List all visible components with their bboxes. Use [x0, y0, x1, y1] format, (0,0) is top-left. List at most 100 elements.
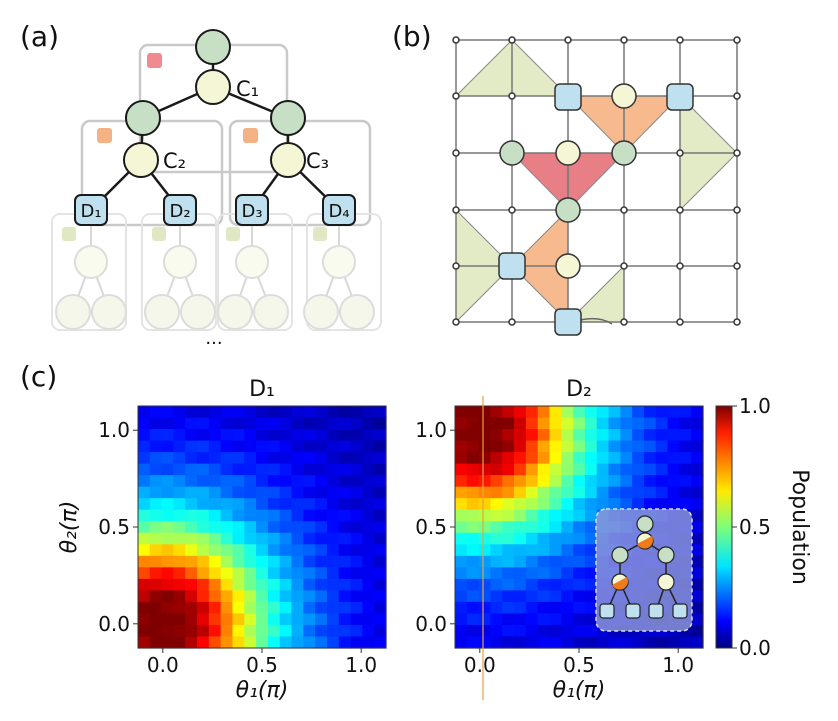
heatmap-cell: [549, 590, 562, 603]
heatmap-cell: [326, 509, 340, 522]
heatmap-cell: [561, 452, 574, 465]
heatmap-cell: [303, 521, 316, 534]
heatmap-cell: [197, 498, 210, 511]
heatmap-cell: [149, 567, 163, 580]
heatmap-cell: [561, 406, 574, 419]
heatmap-cell: [655, 406, 669, 419]
heatmap-cell: [267, 601, 281, 615]
heatmap-cell: [326, 567, 340, 580]
heatmap-cell: [161, 613, 175, 626]
heatmap-cell: [537, 475, 551, 488]
heatmap-cell: [537, 463, 551, 476]
heatmap-cell: [197, 624, 210, 638]
heatmap-cell: [584, 486, 598, 499]
heatmap-cell: [232, 544, 245, 557]
heatmap-cell: [267, 417, 281, 430]
heatmap-cell: [691, 440, 704, 453]
heatmap-cell: [149, 590, 163, 603]
heatmap-cell: [279, 475, 293, 488]
heatmap-cell: [667, 498, 680, 511]
heatmap-cell: [149, 601, 163, 615]
heatmap-cell: [514, 521, 527, 534]
heatmap-cell: [561, 544, 574, 557]
heatmap-cell: [502, 567, 515, 580]
heatmap-cell: [315, 463, 328, 476]
heatmap-cell: [267, 555, 281, 568]
heatmap-cell: [161, 624, 175, 638]
heatmap-cell: [173, 613, 186, 626]
heatmap-cell: [525, 624, 539, 638]
heatmap-cell: [362, 555, 375, 568]
heatmap-cell: [455, 601, 468, 615]
heatmap-cell: [173, 521, 186, 534]
heatmap-cell: [326, 578, 340, 591]
heatmap-cell: [232, 498, 245, 511]
heatmap-cell: [173, 463, 186, 476]
heatmap-cell: [573, 567, 586, 580]
heatmap-cell: [667, 406, 680, 419]
heatmap-cell: [584, 498, 598, 511]
heatmap-cell: [185, 601, 198, 615]
heatmap-2-cells: [455, 406, 704, 649]
heatmap-cell: [338, 578, 352, 591]
heatmap-cell: [596, 463, 610, 476]
heatmap-cell: [691, 636, 704, 649]
heatmap-cell: [185, 544, 198, 557]
heatmap-cell: [608, 475, 621, 488]
heatmap-cell: [549, 429, 562, 442]
heatmap-cell: [315, 590, 328, 603]
heatmap-cell: [256, 509, 269, 522]
y-tick-label: 0.5: [415, 515, 447, 539]
heatmap-cell: [244, 544, 257, 557]
heatmap-cell: [596, 498, 610, 511]
heatmap-cell: [632, 463, 645, 476]
heatmap-cell: [138, 578, 151, 591]
heatmap-cell: [256, 406, 269, 419]
heatmap-cell: [350, 509, 363, 522]
heatmap-cell: [220, 544, 234, 557]
heatmap-cell: [138, 417, 151, 430]
heatmap-cell: [608, 486, 621, 499]
heatmap-cell: [197, 509, 210, 522]
heatmap-cell: [490, 613, 503, 626]
heatmap-cell: [279, 601, 293, 615]
heatmap-cell: [620, 498, 633, 511]
heatmap-cell: [679, 440, 692, 453]
heatmap-cell: [303, 555, 316, 568]
heatmap-cell: [374, 498, 387, 511]
heatmap-cell: [338, 440, 352, 453]
heatmap-cell: [138, 463, 151, 476]
heatmap-cell: [561, 555, 574, 568]
heatmap-cell: [573, 452, 586, 465]
heatmap-cell: [608, 417, 621, 430]
heatmap-cell: [303, 532, 316, 545]
heatmap-cell: [514, 532, 527, 545]
heatmap-cell: [691, 475, 704, 488]
heatmap-cell: [138, 475, 151, 488]
heatmap-cell: [303, 486, 316, 499]
label-d1: D₁: [80, 201, 101, 222]
heatmap-cell: [632, 440, 645, 453]
heatmap-cell: [232, 475, 245, 488]
heatmap-cell: [326, 429, 340, 442]
heatmap-cell: [350, 555, 363, 568]
heatmap-cell: [138, 624, 151, 638]
heatmap-cell: [338, 601, 352, 615]
heatmap-cell: [549, 601, 562, 615]
heatmap-cell: [161, 601, 175, 615]
heatmap-cell: [573, 532, 586, 545]
heatmap-cell: [291, 624, 304, 638]
heatmap-cell: [537, 567, 551, 580]
heatmap-cell: [149, 429, 163, 442]
heatmap-cell: [197, 440, 210, 453]
squiggle: [579, 317, 613, 325]
heatmap-cell: [267, 532, 281, 545]
heatmap-cell: [149, 498, 163, 511]
heatmap-cell: [374, 452, 387, 465]
heatmap-cell: [490, 544, 503, 557]
heatmap-cell: [173, 452, 186, 465]
heatmap-cell: [561, 475, 574, 488]
heatmap-cell: [138, 590, 151, 603]
heatmap-cell: [350, 544, 363, 557]
heatmap-cell: [362, 624, 375, 638]
